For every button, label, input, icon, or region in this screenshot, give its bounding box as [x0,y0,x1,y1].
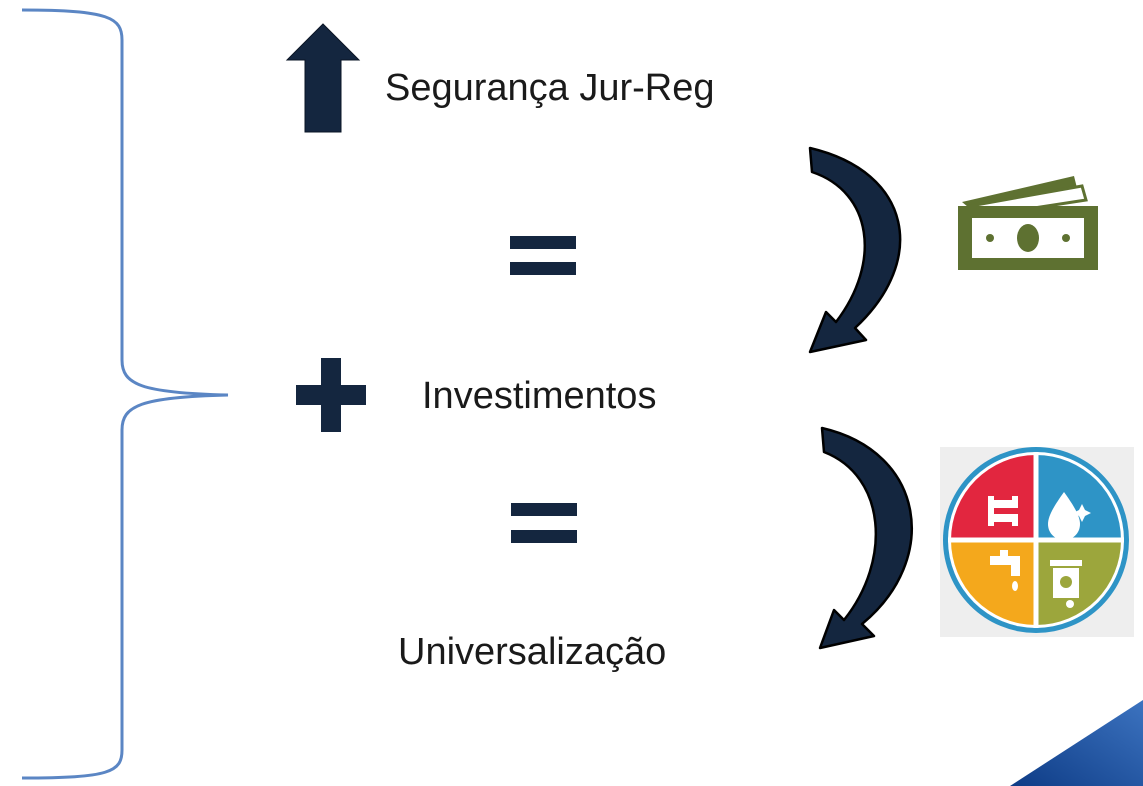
sanitation-services-icon [940,447,1134,637]
money-bill-icon [958,176,1098,270]
label-universalizacao: Universalização [398,631,666,673]
up-arrow-icon [285,23,361,133]
label-seguranca: Segurança Jur-Reg [385,67,715,109]
equals-icon [511,503,577,543]
corner-decoration [1010,700,1143,786]
plus-icon [296,358,366,432]
curved-arrow-icon [818,426,913,650]
equals-icon [510,236,576,275]
label-investimentos: Investimentos [422,375,656,417]
curly-brace [21,8,229,780]
curved-arrow-icon [808,146,902,354]
